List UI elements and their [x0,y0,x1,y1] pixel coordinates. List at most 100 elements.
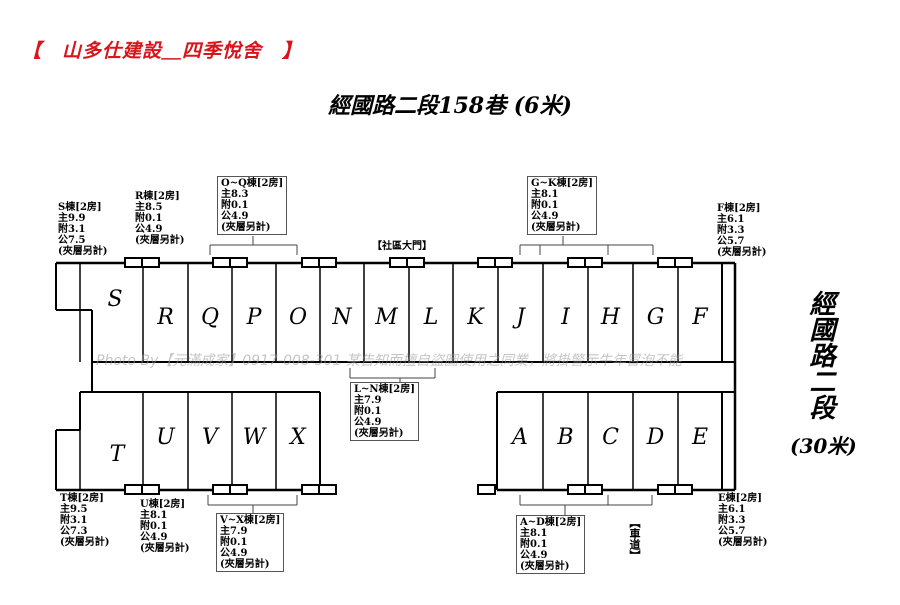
window [567,257,586,268]
road-width-right: (30米) [790,434,857,458]
info-line: S棟[2房] [58,202,102,213]
info-line: (夾層另計) [531,222,581,233]
info-line: 公4.9 [354,417,382,428]
unit-f: F [692,305,708,330]
info-line: T棟[2房] [60,493,104,504]
window [124,484,143,495]
window [674,257,693,268]
info-line: 附0.1 [520,539,548,550]
info-line: R棟[2房] [135,191,180,202]
window [657,484,676,495]
info-line: 附3.3 [718,515,746,526]
window [212,484,231,495]
info-line: 附0.1 [354,406,382,417]
unit-j: J [516,305,525,330]
window [389,257,408,268]
unit-t: T [109,442,125,467]
info-line: 主8.3 [221,189,249,200]
info-line: 主7.9 [354,395,382,406]
info-line: (夾層另計) [354,428,404,439]
info-line: (夾層另計) [220,559,270,570]
info-line: 附3.1 [58,224,86,235]
info-line: (夾層另計) [135,235,185,246]
info-line: G~K棟[2房] [531,178,594,189]
info-line: 主6.1 [717,214,745,225]
window [584,484,603,495]
info-line: 公5.7 [717,236,745,247]
window [212,257,231,268]
unit-c: C [602,425,619,450]
road-label-right: 經國路二段 [805,290,835,420]
unit-v: V [202,425,218,450]
info-line: U棟[2房] [140,499,186,510]
unit-o: O [288,305,308,330]
info-line: (夾層另計) [60,537,110,548]
info-line: 附0.1 [140,521,168,532]
info-line: (夾層另計) [221,222,271,233]
unit-l: L [423,305,439,330]
info-line: 公4.9 [140,532,168,543]
unit-k: K [467,305,484,330]
info-line: 主9.9 [58,213,86,224]
info-line: 主9.5 [60,504,88,515]
window [477,484,496,495]
info-line: 公5.7 [718,526,746,537]
info-line: (夾層另計) [718,537,768,548]
unit-r: R [157,305,174,330]
info-line: 主6.1 [718,504,746,515]
window [406,257,425,268]
unit-q: Q [200,305,220,330]
window [318,484,337,495]
unit-a: A [512,425,528,450]
unit-h: H [600,305,621,330]
info-line: O~Q棟[2房] [221,178,284,189]
driveway-label: 【車道】 [628,517,641,561]
info-line: F棟[2房] [717,203,761,214]
unit-p: P [246,305,262,330]
window [229,257,248,268]
unit-b: B [557,425,574,450]
project-title: 【 山多仕建設＿四季悅舍 】 [22,40,303,62]
unit-d: D [646,425,665,450]
photo-watermark: Photo By【元滿成家】0917-008-301 某告知而擅自盜圖使用之同業… [96,353,682,369]
unit-i: I [561,305,570,330]
window [124,257,143,268]
unit-w: W [242,425,266,450]
info-line: 附0.1 [221,200,249,211]
info-line: E棟[2房] [718,493,763,504]
info-line: 公4.9 [220,548,248,559]
info-line: 主8.1 [140,510,168,521]
info-line: 公4.9 [135,224,163,235]
info-line: 附0.1 [531,200,559,211]
unit-e: E [691,425,709,450]
window [477,257,496,268]
info-line: 附0.1 [135,213,163,224]
window [141,484,160,495]
info-line: 公7.3 [60,526,88,537]
window [584,257,603,268]
window [229,484,248,495]
window [674,484,693,495]
window [657,257,676,268]
window [301,484,320,495]
window [494,257,513,268]
info-line: (夾層另計) [717,247,767,258]
unit-x: X [290,425,306,450]
info-line: 公4.9 [531,211,559,222]
info-line: 公4.9 [520,550,548,561]
info-line: (夾層另計) [58,246,108,257]
window [567,484,586,495]
info-line: 附3.1 [60,515,88,526]
info-line: 附0.1 [220,537,248,548]
unit-n: N [332,305,352,330]
